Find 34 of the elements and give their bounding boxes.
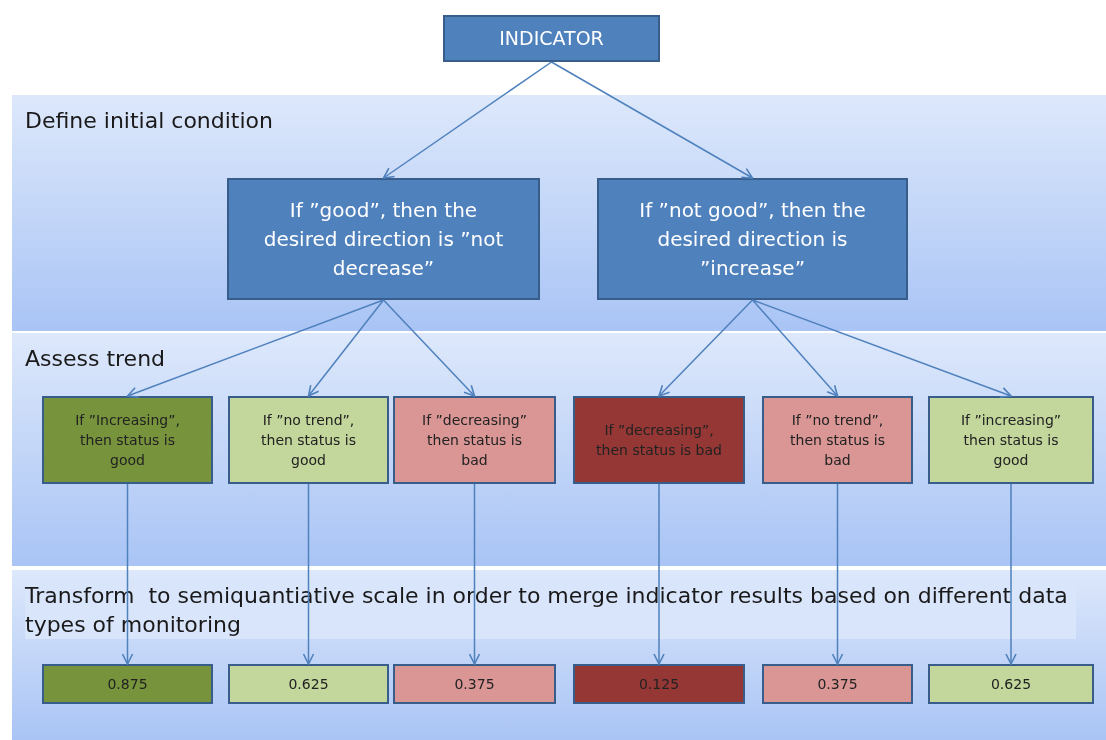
- section-heading: Assess trend: [25, 345, 166, 373]
- section-band: [12, 333, 1106, 566]
- arrow: [382, 61, 553, 179]
- score-box: 0.875: [42, 664, 213, 704]
- status-box: If ”no trend”, then status is good: [228, 396, 389, 484]
- arrow: [751, 299, 839, 397]
- process-box: INDICATOR: [443, 15, 660, 62]
- arrow: [382, 299, 476, 397]
- score-box: 0.125: [573, 664, 745, 704]
- score-box: 0.625: [228, 664, 389, 704]
- arrow: [307, 299, 385, 397]
- arrow: [302, 483, 315, 665]
- section-band: [12, 570, 1106, 740]
- score-box: 0.375: [393, 664, 556, 704]
- process-box: If ”good”, then the desired direction is ”not decrease”: [227, 178, 540, 300]
- status-box: If ”no trend”, then status is bad: [762, 396, 913, 484]
- arrow: [126, 299, 385, 398]
- arrow: [751, 299, 1012, 398]
- status-box: If ”decreasing” then status is bad: [393, 396, 556, 484]
- arrow: [1005, 483, 1017, 665]
- arrow: [653, 483, 665, 665]
- score-box: 0.625: [928, 664, 1094, 704]
- section-heading: Define initial condition: [25, 107, 273, 135]
- arrow: [121, 483, 134, 665]
- score-box: 0.375: [762, 664, 913, 704]
- arrow: [468, 483, 481, 665]
- arrow: [550, 61, 754, 179]
- arrow: [831, 483, 844, 665]
- status-box: If ”decreasing”, then status is bad: [573, 396, 745, 484]
- process-box: If ”not good”, then the desired direction is ”increase”: [597, 178, 908, 300]
- section-band: [12, 95, 1106, 331]
- arrow: [658, 299, 754, 397]
- status-box: If ”increasing” then status is good: [928, 396, 1094, 484]
- status-box: If ”Increasing”, then status is good: [42, 396, 213, 484]
